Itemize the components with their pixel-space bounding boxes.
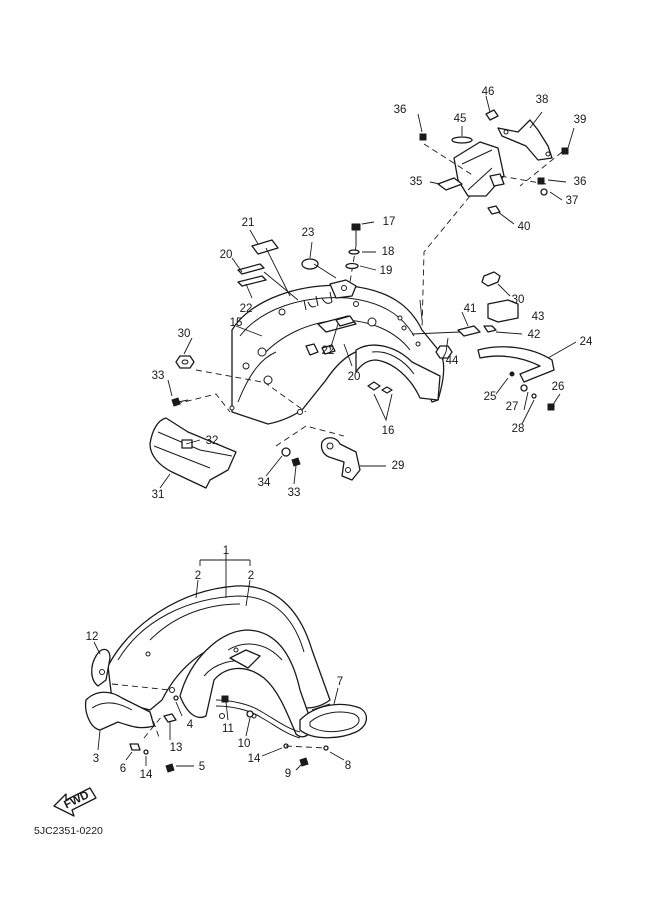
callout-1: 1 [223,545,229,557]
callout-45: 45 [454,113,467,125]
callout-26: 26 [552,381,565,393]
lamp-housing-31 [149,393,237,489]
callout-42: 42 [528,329,541,341]
fasteners-17-23 [301,221,377,283]
callout-10: 10 [238,738,251,750]
callout-19: 19 [380,265,393,277]
fwd-arrow-icon [53,787,97,817]
rear-plate-7 [299,687,367,761]
callout-6: 6 [120,763,126,775]
callout-27: 27 [506,401,519,413]
callout-30: 30 [178,328,191,340]
callout-34: 34 [258,477,271,489]
callout-44: 44 [446,355,459,367]
callout-36: 36 [394,104,407,116]
leader-1-2 [195,552,251,607]
callout-5: 5 [199,761,205,773]
callout-46: 46 [482,86,495,98]
grommet-30 [175,271,511,369]
callout-15: 15 [230,317,243,329]
callout-20: 20 [220,249,233,261]
callout-25: 25 [484,391,497,403]
bolts-33-34 [171,369,345,467]
callout-22: 22 [322,345,335,357]
callout-29: 29 [392,460,405,472]
lower-fender-assembly [107,585,331,739]
callout-4: 4 [187,719,194,731]
callout-37: 37 [566,195,579,207]
callout-7: 7 [337,676,343,688]
callout-23: 23 [302,227,315,239]
bracket-29 [320,437,386,481]
lower-fasteners [111,683,327,773]
bracket-41-44 [411,299,523,361]
callout-14: 14 [140,769,153,781]
callout-39: 39 [574,114,587,126]
callout-14: 14 [248,753,261,765]
callout-20: 20 [348,371,361,383]
front-pieces-12-3 [84,641,155,751]
callout-2: 2 [248,570,254,582]
pad-set-21-20-22 [237,239,299,301]
callout-16: 16 [382,425,395,437]
callout-12: 12 [86,631,99,643]
rear-fender-assembly [229,279,445,425]
callout-41: 41 [464,303,477,315]
callout-2: 2 [195,570,201,582]
diagram-code: 5JC2351-0220 [34,825,103,837]
callout-28: 28 [512,423,525,435]
callout-3: 3 [93,753,99,765]
callout-22: 22 [240,303,253,315]
callout-36: 36 [574,176,587,188]
callout-30: 30 [512,294,525,306]
callout-8: 8 [345,760,351,772]
callout-21: 21 [242,217,255,229]
callout-33: 33 [152,370,165,382]
callout-43: 43 [532,311,545,323]
callout-11: 11 [222,723,234,735]
callout-38: 38 [536,94,549,106]
side-plate-24 [477,341,577,411]
license-bracket-35-46 [417,95,575,331]
callout-31: 31 [152,489,165,501]
callout-32: 32 [206,435,219,447]
callout-17: 17 [383,216,396,228]
callout-40: 40 [518,221,531,233]
callout-35: 35 [410,176,423,188]
callout-33: 33 [288,487,301,499]
upper-leaders [159,229,561,489]
callout-18: 18 [382,246,395,258]
callout-13: 13 [170,742,183,754]
callout-24: 24 [580,336,593,348]
callout-9: 9 [285,768,291,780]
callout-labels: 1 2 2 3 4 5 6 7 8 9 10 11 12 13 14 14 15… [34,86,593,837]
